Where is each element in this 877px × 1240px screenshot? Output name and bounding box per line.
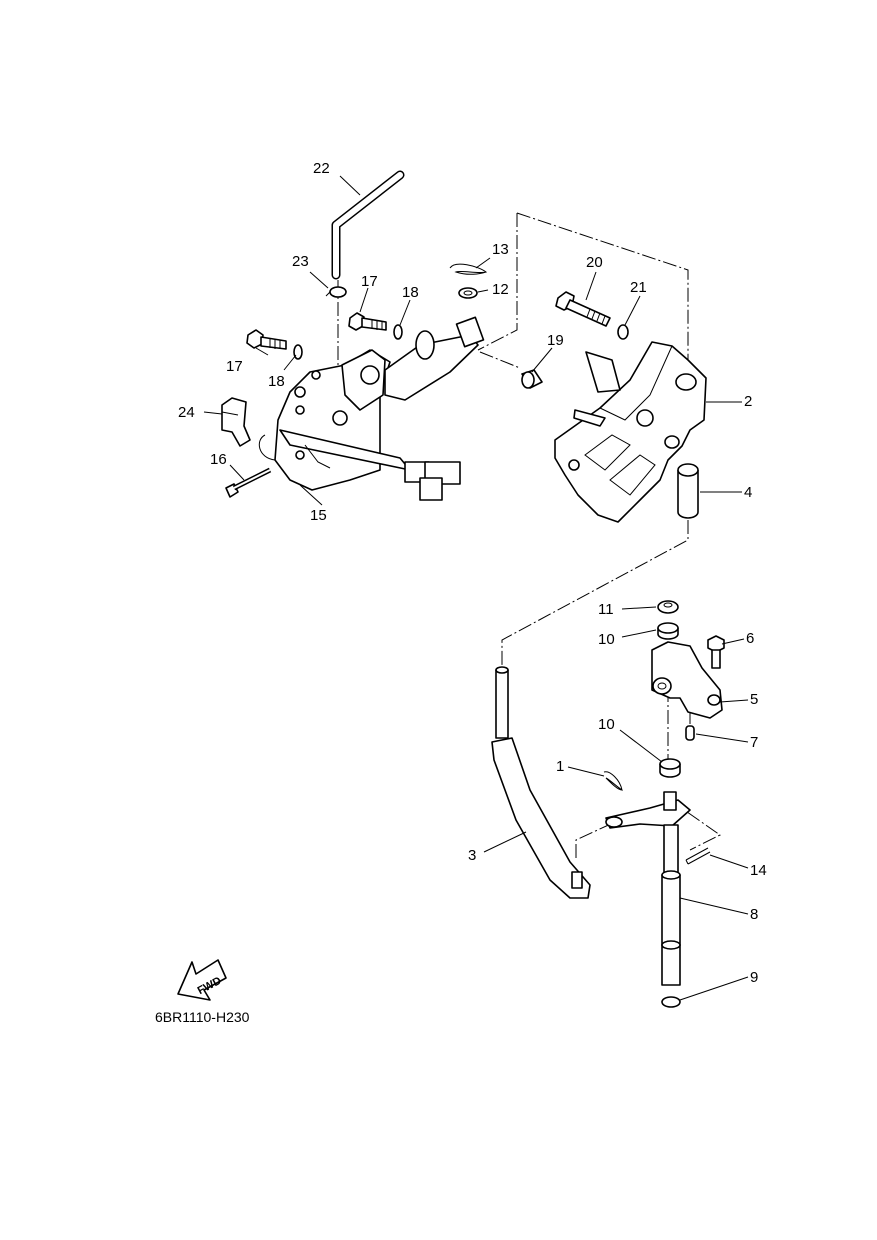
hose-part-20	[331, 170, 405, 280]
shift-lever-arm	[605, 791, 691, 829]
washer-part-11	[657, 600, 679, 614]
bushing-part-4	[677, 463, 699, 519]
callout-17-lower: 17	[226, 358, 243, 375]
bushing-part-10-upper	[657, 622, 679, 640]
hose-clip-part-21	[325, 286, 347, 298]
washer-part-18-upper	[393, 324, 403, 340]
clip-pin-part-14	[449, 263, 488, 275]
callout-24: 24	[178, 404, 195, 421]
leader-lines	[203, 175, 749, 1001]
callout-1: 1	[556, 758, 564, 775]
fwd-arrow-icon: FWD	[177, 959, 227, 1001]
callout-23: 21	[630, 279, 647, 296]
cotter-pin-part-12	[685, 847, 711, 865]
callout-15: 15	[310, 507, 327, 524]
bracket-part-2	[554, 341, 707, 523]
collar-part-19	[521, 369, 543, 389]
callout-11: 11	[598, 601, 614, 618]
callout-3: 3	[468, 847, 476, 864]
callout-18-upper: 18	[402, 284, 419, 301]
bolt-part-17-upper	[348, 312, 387, 331]
clip-part-1	[603, 771, 623, 792]
diagram-reference-code: 6BR1110-H230	[155, 1009, 250, 1025]
tilt-assembly-part-15	[258, 316, 485, 501]
callout-9: 9	[750, 969, 758, 986]
washer-part-13	[458, 287, 478, 299]
link-rod-part-3	[491, 666, 591, 899]
callout-5: 5	[750, 691, 758, 708]
callout-17-upper: 17	[361, 273, 378, 290]
callout-labels: 22 23 13 12 17 18 20 21 17 18 19 24 16 1…	[178, 160, 767, 986]
shift-rod-part-8	[661, 824, 681, 986]
callout-12: 14	[750, 862, 767, 879]
callout-22: 20	[586, 254, 603, 271]
bushing-part-10-lower	[659, 758, 681, 778]
callout-8: 8	[750, 906, 758, 923]
callout-18-lower: 18	[268, 373, 285, 390]
washer-part-18-lower	[293, 344, 303, 360]
callout-16: 16	[210, 451, 227, 468]
callout-21: 23	[292, 253, 309, 270]
washer-part-23	[617, 324, 629, 340]
callout-20: 22	[313, 160, 330, 177]
clamp-part-24	[221, 397, 251, 447]
bolt-part-22	[555, 291, 611, 327]
callout-19: 19	[547, 332, 564, 349]
screw-part-16	[225, 467, 272, 498]
callout-2: 2	[744, 393, 752, 410]
callout-6: 6	[746, 630, 754, 647]
pin-part-7	[685, 725, 695, 741]
callout-7: 7	[750, 734, 758, 751]
bolt-part-17-lower	[246, 329, 287, 350]
callout-10-upper: 10	[598, 631, 615, 648]
lever-part-5	[651, 641, 723, 719]
callout-10-lower: 10	[598, 716, 615, 733]
callout-13: 12	[492, 281, 509, 298]
o-ring-part-9	[661, 996, 681, 1008]
bolt-part-6	[707, 635, 725, 669]
callout-14: 13	[492, 241, 509, 258]
callout-4: 4	[744, 484, 752, 501]
